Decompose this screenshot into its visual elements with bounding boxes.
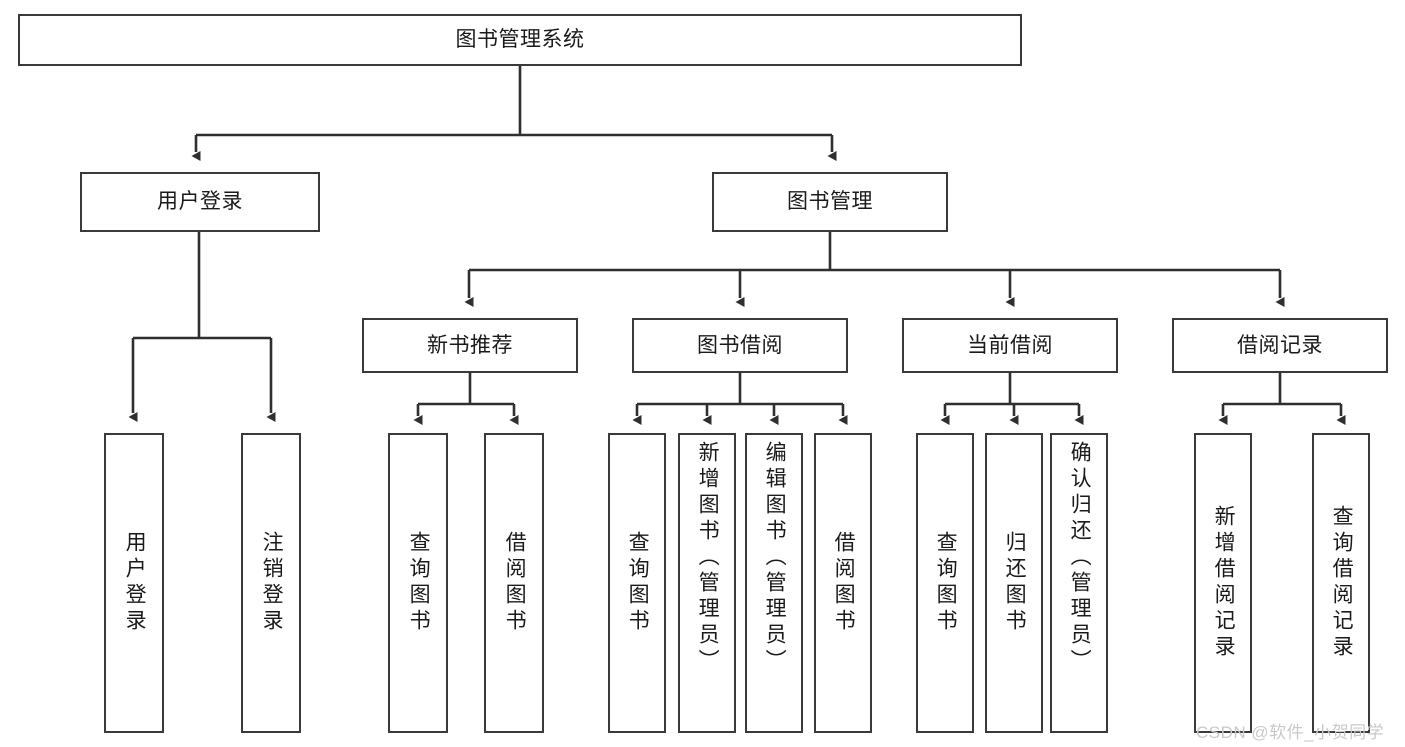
leaf-newbook-borrow-book[interactable]: 借阅图书 [484, 433, 544, 733]
leaf-newbook-query-book[interactable]: 查询图书 [388, 433, 448, 733]
leaf-current-query-book-label: 查询图书 [934, 531, 958, 635]
node-current-borrow-label: 当前借阅 [967, 333, 1053, 357]
leaf-record-query-record-label: 查询借阅记录 [1330, 505, 1354, 661]
leaf-newbook-borrow-book-label: 借阅图书 [503, 531, 527, 635]
leaf-borrow-edit-book-admin[interactable]: 编辑图书（管理员） [745, 433, 803, 733]
leaf-record-add-record-label: 新增借阅记录 [1212, 505, 1236, 661]
leaf-record-query-record[interactable]: 查询借阅记录 [1312, 433, 1370, 733]
node-borrow-record-label: 借阅记录 [1237, 333, 1323, 357]
leaf-user-login-label: 用户登录 [123, 531, 147, 635]
node-borrow-record[interactable]: 借阅记录 [1172, 318, 1388, 373]
leaf-borrow-borrow-book-label: 借阅图书 [832, 531, 856, 635]
leaf-user-logout[interactable]: 注销登录 [241, 433, 301, 733]
leaf-current-query-book[interactable]: 查询图书 [916, 433, 974, 733]
leaf-current-return-book[interactable]: 归还图书 [985, 433, 1043, 733]
node-root[interactable]: 图书管理系统 [18, 14, 1022, 66]
node-new-book-recommend-label: 新书推荐 [427, 333, 513, 357]
leaf-user-login[interactable]: 用户登录 [104, 433, 164, 733]
node-book-management[interactable]: 图书管理 [712, 172, 948, 232]
node-current-borrow[interactable]: 当前借阅 [902, 318, 1118, 373]
leaf-borrow-borrow-book[interactable]: 借阅图书 [814, 433, 872, 733]
node-new-book-recommend[interactable]: 新书推荐 [362, 318, 578, 373]
leaf-user-logout-label: 注销登录 [260, 531, 284, 635]
node-book-borrow-label: 图书借阅 [697, 333, 783, 357]
leaf-current-confirm-return-admin-label: 确认归还（管理员） [1068, 441, 1092, 675]
leaf-borrow-add-book-admin-label: 新增图书（管理员） [696, 441, 720, 675]
leaf-current-return-book-label: 归还图书 [1003, 531, 1027, 635]
leaf-borrow-query-book-label: 查询图书 [626, 531, 650, 635]
node-root-label: 图书管理系统 [455, 28, 585, 52]
leaf-newbook-query-book-label: 查询图书 [407, 531, 431, 635]
leaf-record-add-record[interactable]: 新增借阅记录 [1194, 433, 1252, 733]
leaf-borrow-query-book[interactable]: 查询图书 [608, 433, 666, 733]
leaf-current-confirm-return-admin[interactable]: 确认归还（管理员） [1050, 433, 1108, 733]
leaf-borrow-edit-book-admin-label: 编辑图书（管理员） [763, 441, 787, 675]
node-book-borrow[interactable]: 图书借阅 [632, 318, 848, 373]
csdn-watermark: CSDN @软件_小贺同学 [1196, 723, 1385, 742]
node-user-login-label: 用户登录 [157, 190, 243, 214]
leaf-borrow-add-book-admin[interactable]: 新增图书（管理员） [678, 433, 736, 733]
node-book-management-label: 图书管理 [787, 190, 873, 214]
node-user-login[interactable]: 用户登录 [80, 172, 320, 232]
